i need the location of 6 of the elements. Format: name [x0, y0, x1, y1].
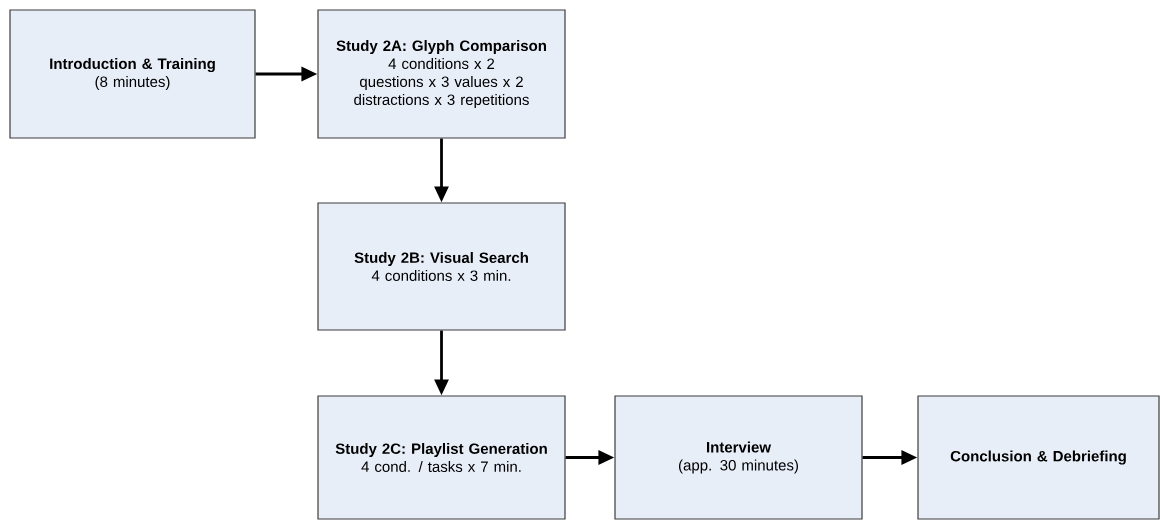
- process-box: Study 2A: Glyph Comparison 4 conditions x 2 questions x 3 values x 2 distractions x 3 repetitions: [317, 9, 566, 139]
- process-box: Introduction & Training (8 minutes): [9, 9, 256, 139]
- process-box: Study 2C: Playlist Generation 4 cond. / tasks x 7 min.: [317, 395, 566, 520]
- process-box: Conclusion & Debriefing: [917, 395, 1160, 520]
- process-box: Interview (app. 30 minutes): [614, 395, 863, 520]
- process-box: Study 2B: Visual Search 4 conditions x 3 min.: [317, 202, 566, 331]
